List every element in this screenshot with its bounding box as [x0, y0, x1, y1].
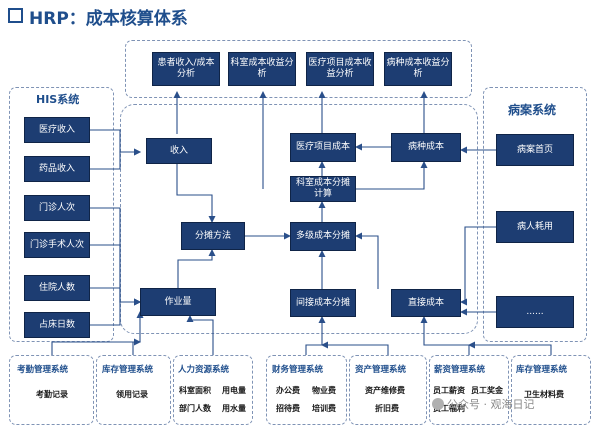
bottom-inventory-group — [96, 355, 171, 425]
dept-cost-allocation-box: 科室成本分摊计算 — [290, 176, 356, 202]
his-drug-income: 药品收入 — [24, 156, 90, 182]
emr-label: 病案系统 — [508, 103, 557, 117]
arrow-income-method — [176, 164, 216, 223]
assets-item: 资产维修费 — [365, 386, 405, 395]
finance-item: 培训费 — [312, 404, 336, 413]
emr-more: ...... — [496, 296, 574, 328]
attendance-item: 考勤记录 — [36, 390, 68, 399]
emr-first-page: 病案首页 — [496, 134, 574, 166]
payroll-item: 员工奖金 — [471, 386, 503, 395]
multilevel-allocation-box: 多级成本分摊 — [290, 222, 356, 251]
hr-item: 用水量 — [222, 404, 246, 413]
his-bed-days: 占床日数 — [24, 312, 90, 338]
assets-title: 资产管理系统 — [355, 365, 407, 375]
report-label: 病种成本收益分析 — [386, 58, 450, 79]
inventory-title: 库存管理系统 — [102, 365, 154, 375]
wechat-icon — [432, 398, 444, 410]
direct-cost-box: 直接成本 — [391, 289, 461, 317]
assets-item: 折旧费 — [375, 404, 399, 413]
workload-box: 作业量 — [140, 288, 216, 316]
his-outpatient-visits: 门诊人次 — [24, 195, 90, 221]
arrow-his-income — [90, 129, 141, 156]
allocation-method-box: 分摊方法 — [181, 222, 245, 250]
finance-item: 物业费 — [312, 386, 336, 395]
his-inpatients: 住院人数 — [24, 275, 90, 301]
payroll-item: 员工薪资 — [433, 386, 465, 395]
report-label: 科室成本收益分析 — [230, 58, 294, 79]
emr-group — [483, 87, 587, 342]
bottom-finance-group — [266, 355, 347, 425]
inventory2-title: 库存管理系统 — [516, 365, 568, 375]
bottom-hr-group — [173, 355, 253, 425]
title-text: HRP：成本核算体系 — [29, 9, 188, 29]
reports-group — [125, 40, 472, 98]
finance-title: 财务管理系统 — [272, 365, 324, 375]
his-medical-income: 医疗收入 — [24, 117, 90, 143]
payroll-item: 员工福利 — [433, 404, 465, 413]
report-medical-item-cost-benefit: 医疗项目成本收益分析 — [306, 52, 374, 86]
indirect-allocation-box: 间接成本分摊 — [290, 289, 356, 317]
bottom-attendance-group — [9, 355, 94, 425]
page-title: HRP：成本核算体系 — [8, 4, 188, 29]
attendance-title: 考勤管理系统 — [17, 365, 69, 375]
finance-item: 办公费 — [276, 386, 300, 395]
bottom-payroll-group — [429, 355, 509, 425]
finance-item: 招待费 — [276, 404, 300, 413]
hr-item: 用电量 — [222, 386, 246, 395]
watermark: 公众号 · 观海日记 — [432, 396, 535, 412]
bottom-inventory2-group — [511, 355, 591, 425]
inventory2-item: 卫生材料费 — [524, 390, 564, 399]
income-box: 收入 — [146, 138, 212, 164]
payroll-title: 薪资管理系统 — [434, 365, 486, 375]
his-label: HIS系统 — [36, 93, 80, 106]
emr-patient-consumption: 病人耗用 — [496, 211, 574, 243]
his-outpatient-surgery: 门诊手术人次 — [24, 232, 90, 258]
report-patient-income-cost: 患者收入/成本分析 — [152, 52, 220, 86]
report-dept-cost-benefit: 科室成本收益分析 — [228, 52, 296, 86]
watermark-text: 公众号 · 观海日记 — [447, 398, 535, 411]
disease-cost-box: 病种成本 — [391, 133, 461, 162]
hr-item: 部门人数 — [179, 404, 211, 413]
hr-item: 科室面积 — [179, 386, 211, 395]
hr-title: 人力资源系统 — [178, 365, 230, 375]
square-icon — [8, 8, 23, 23]
report-label: 患者收入/成本分析 — [157, 58, 215, 79]
report-label: 医疗项目成本收益分析 — [308, 58, 372, 79]
medical-item-cost-box: 医疗项目成本 — [290, 133, 356, 162]
inventory-item: 领用记录 — [116, 390, 148, 399]
bottom-assets-group — [349, 355, 427, 425]
report-disease-cost-benefit: 病种成本收益分析 — [384, 52, 452, 86]
